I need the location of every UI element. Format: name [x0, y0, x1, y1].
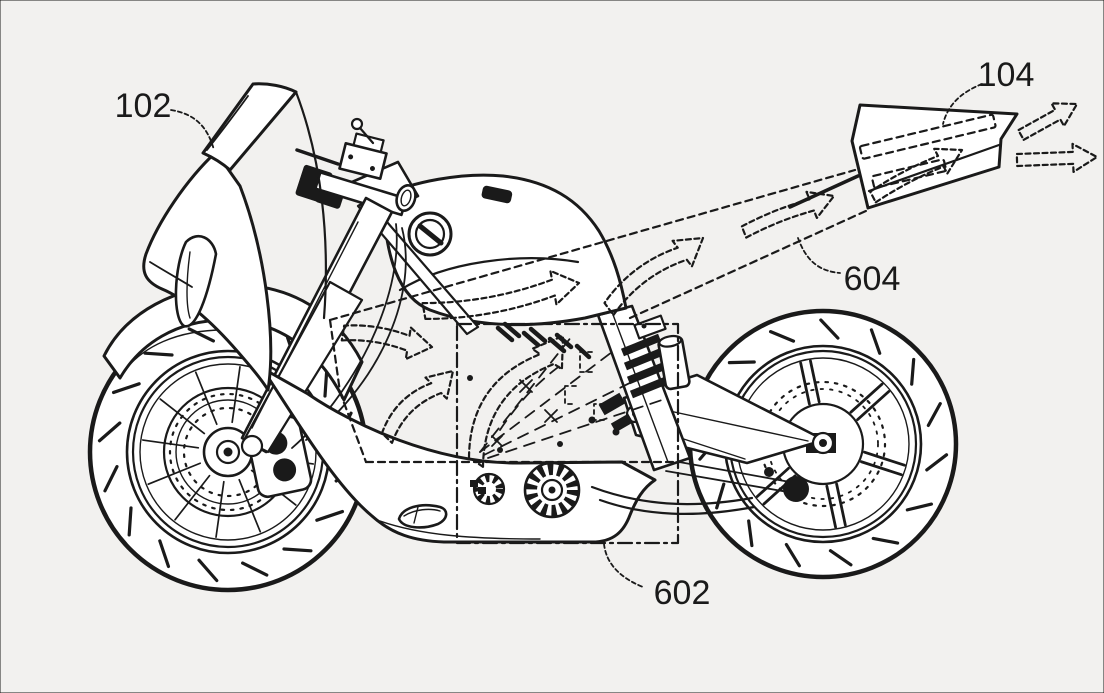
belly-vent	[397, 503, 448, 529]
leader-602	[603, 543, 644, 588]
fairing-arrow-curved	[380, 369, 455, 444]
tail-inner-arrow	[869, 147, 964, 204]
engine-sweep-arrow	[467, 334, 565, 468]
reference-label-104: 104	[978, 56, 1035, 94]
rear-brake-caliper	[783, 476, 809, 502]
brake-master-cylinder	[338, 132, 388, 180]
tail-duct-vanes	[858, 113, 997, 189]
tail-channel-arrow	[740, 190, 836, 239]
fairing-vent	[174, 235, 218, 328]
exhaust-line	[590, 485, 754, 506]
leader-102	[170, 109, 215, 151]
windscreen	[201, 82, 298, 172]
leader-604	[797, 237, 841, 274]
exit-arrow-upper	[1017, 102, 1079, 141]
reference-label-604: 604	[844, 260, 901, 298]
fairing-arrow-mid	[340, 324, 434, 361]
reference-labels: 102 104 604 602	[115, 56, 1035, 612]
gas-cap	[407, 211, 453, 257]
reference-label-602: 602	[654, 574, 711, 612]
shock-canister	[657, 334, 691, 391]
fairing-edge	[294, 90, 327, 320]
leader-104	[942, 83, 983, 125]
tail-section	[788, 103, 1019, 210]
fairing-arrow-top	[421, 269, 581, 321]
reference-label-102: 102	[115, 87, 172, 125]
airflow-arrows	[340, 102, 1099, 468]
airflow-channel-lines	[328, 168, 870, 464]
exhaust-line	[598, 498, 756, 515]
engine-enclosure-box	[455, 322, 680, 545]
exit-arrow-lower	[1015, 142, 1099, 173]
rear-shock-and-subframe	[596, 304, 692, 472]
engine-hidden-lines	[467, 321, 663, 459]
belly-pan	[260, 366, 756, 544]
nose-fairing	[142, 82, 327, 392]
seat-channel-arrow	[603, 236, 705, 317]
